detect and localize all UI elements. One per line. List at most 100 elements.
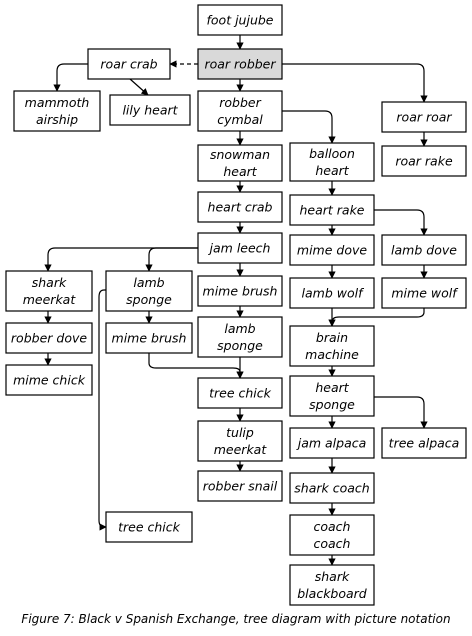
node-label: lily heart: [122, 103, 178, 118]
node-tree-chick-center: tree chick: [197, 377, 283, 409]
edge-arrow: [374, 396, 428, 429]
edge-arrow: [145, 247, 198, 272]
edge-arrow: [328, 308, 425, 327]
node-box: [289, 325, 375, 367]
node-label: sponge: [126, 292, 172, 307]
node-label: tree chick: [209, 386, 272, 401]
node-lamb-sponge: lamb sponge: [105, 270, 193, 312]
node-box: [197, 232, 283, 264]
node-label: mime brush: [112, 331, 187, 346]
node-mime-brush-left: mime brush: [105, 322, 193, 354]
node-label: heart: [315, 380, 349, 395]
node-roar-crab: roar crab: [87, 48, 171, 80]
node-label: mammoth: [25, 95, 90, 110]
node-label: lamb: [133, 275, 164, 290]
node-label: lamb: [224, 321, 255, 336]
node-box: [381, 145, 467, 177]
node-lamb-sponge-center: lamb sponge: [197, 316, 283, 358]
node-label: tree alpaca: [389, 436, 460, 451]
node-box: [5, 364, 93, 396]
node-heart-rake: heart rake: [289, 194, 375, 226]
node-label: lamb wolf: [302, 286, 365, 301]
node-label: meerkat: [214, 442, 268, 457]
node-box: [5, 270, 93, 312]
node-box: [381, 277, 467, 309]
node-roar-robber: roar robber: [197, 48, 283, 80]
node-shark-meerkat: shark meerkat: [5, 270, 93, 312]
node-box: [13, 90, 101, 132]
node-label: sponge: [217, 338, 263, 353]
node-box: [197, 90, 283, 132]
node-label: heart rake: [299, 203, 364, 218]
node-label: heart: [223, 164, 257, 179]
node-label: coach: [314, 519, 351, 534]
node-box: [381, 234, 467, 266]
node-label: brain: [316, 330, 348, 345]
node-label: roar rake: [395, 154, 453, 169]
node-box: [197, 48, 283, 80]
node-mime-wolf: mime wolf: [381, 277, 467, 309]
node-label: robber: [219, 95, 261, 110]
node-box: [197, 4, 283, 36]
node-box: [289, 142, 375, 182]
node-label: robber dove: [11, 331, 87, 346]
node-box: [289, 564, 375, 606]
node-label: tree chick: [118, 520, 181, 535]
node-label: meerkat: [23, 292, 77, 307]
node-mime-dove: mime dove: [289, 234, 375, 266]
node-label: jam leech: [208, 241, 271, 256]
node-tree-alpaca: tree alpaca: [381, 427, 467, 459]
node-box: [197, 377, 283, 409]
node-label: machine: [305, 347, 359, 362]
node-shark-coach: shark coach: [289, 472, 375, 504]
node-label: foot jujube: [207, 13, 274, 28]
node-box: [197, 316, 283, 358]
node-heart-sponge: heart sponge: [289, 375, 375, 417]
edge-arrow: [129, 78, 149, 96]
edge-arrow: [44, 247, 198, 272]
node-mime-brush-center: mime brush: [197, 275, 283, 307]
node-label: jam alpaca: [296, 436, 367, 451]
node-roar-roar: roar roar: [381, 101, 467, 133]
node-box: [289, 427, 375, 459]
node-label: blackboard: [297, 586, 367, 601]
node-box: [105, 322, 193, 354]
node-lamb-wolf: lamb wolf: [289, 277, 375, 309]
node-box: [197, 191, 283, 223]
node-label: roar robber: [204, 57, 276, 72]
node-tulip-meerkat: tulip meerkat: [197, 420, 283, 462]
node-label: robber snail: [203, 479, 278, 494]
edge-arrow: [374, 209, 428, 236]
edge-arrow: [282, 110, 336, 144]
node-box: [197, 275, 283, 307]
node-label: roar roar: [396, 110, 452, 125]
node-label: sponge: [309, 397, 355, 412]
node-jam-alpaca: jam alpaca: [289, 427, 375, 459]
node-box: [289, 472, 375, 504]
node-brain-machine: brain machine: [289, 325, 375, 367]
node-label: heart crab: [208, 200, 273, 215]
node-label: mime chick: [13, 373, 86, 388]
node-box: [197, 144, 283, 182]
node-heart-crab: heart crab: [197, 191, 283, 223]
node-label: mime brush: [203, 284, 278, 299]
node-label: cymbal: [217, 112, 263, 127]
node-box: [289, 514, 375, 556]
edge-arrow: [98, 289, 107, 531]
node-label: shark: [32, 275, 67, 290]
node-label: tulip: [226, 425, 254, 440]
node-box: [381, 427, 467, 459]
node-label: lamb dove: [391, 243, 457, 258]
node-box: [289, 375, 375, 417]
node-box: [381, 101, 467, 133]
nodes: foot jujube roar robber roar crab mammothai…: [5, 4, 467, 606]
node-label: coach: [314, 536, 351, 551]
edge-arrow: [53, 63, 88, 92]
node-lily-heart: lily heart: [109, 94, 191, 126]
node-box: [289, 194, 375, 226]
node-box: [197, 420, 283, 462]
